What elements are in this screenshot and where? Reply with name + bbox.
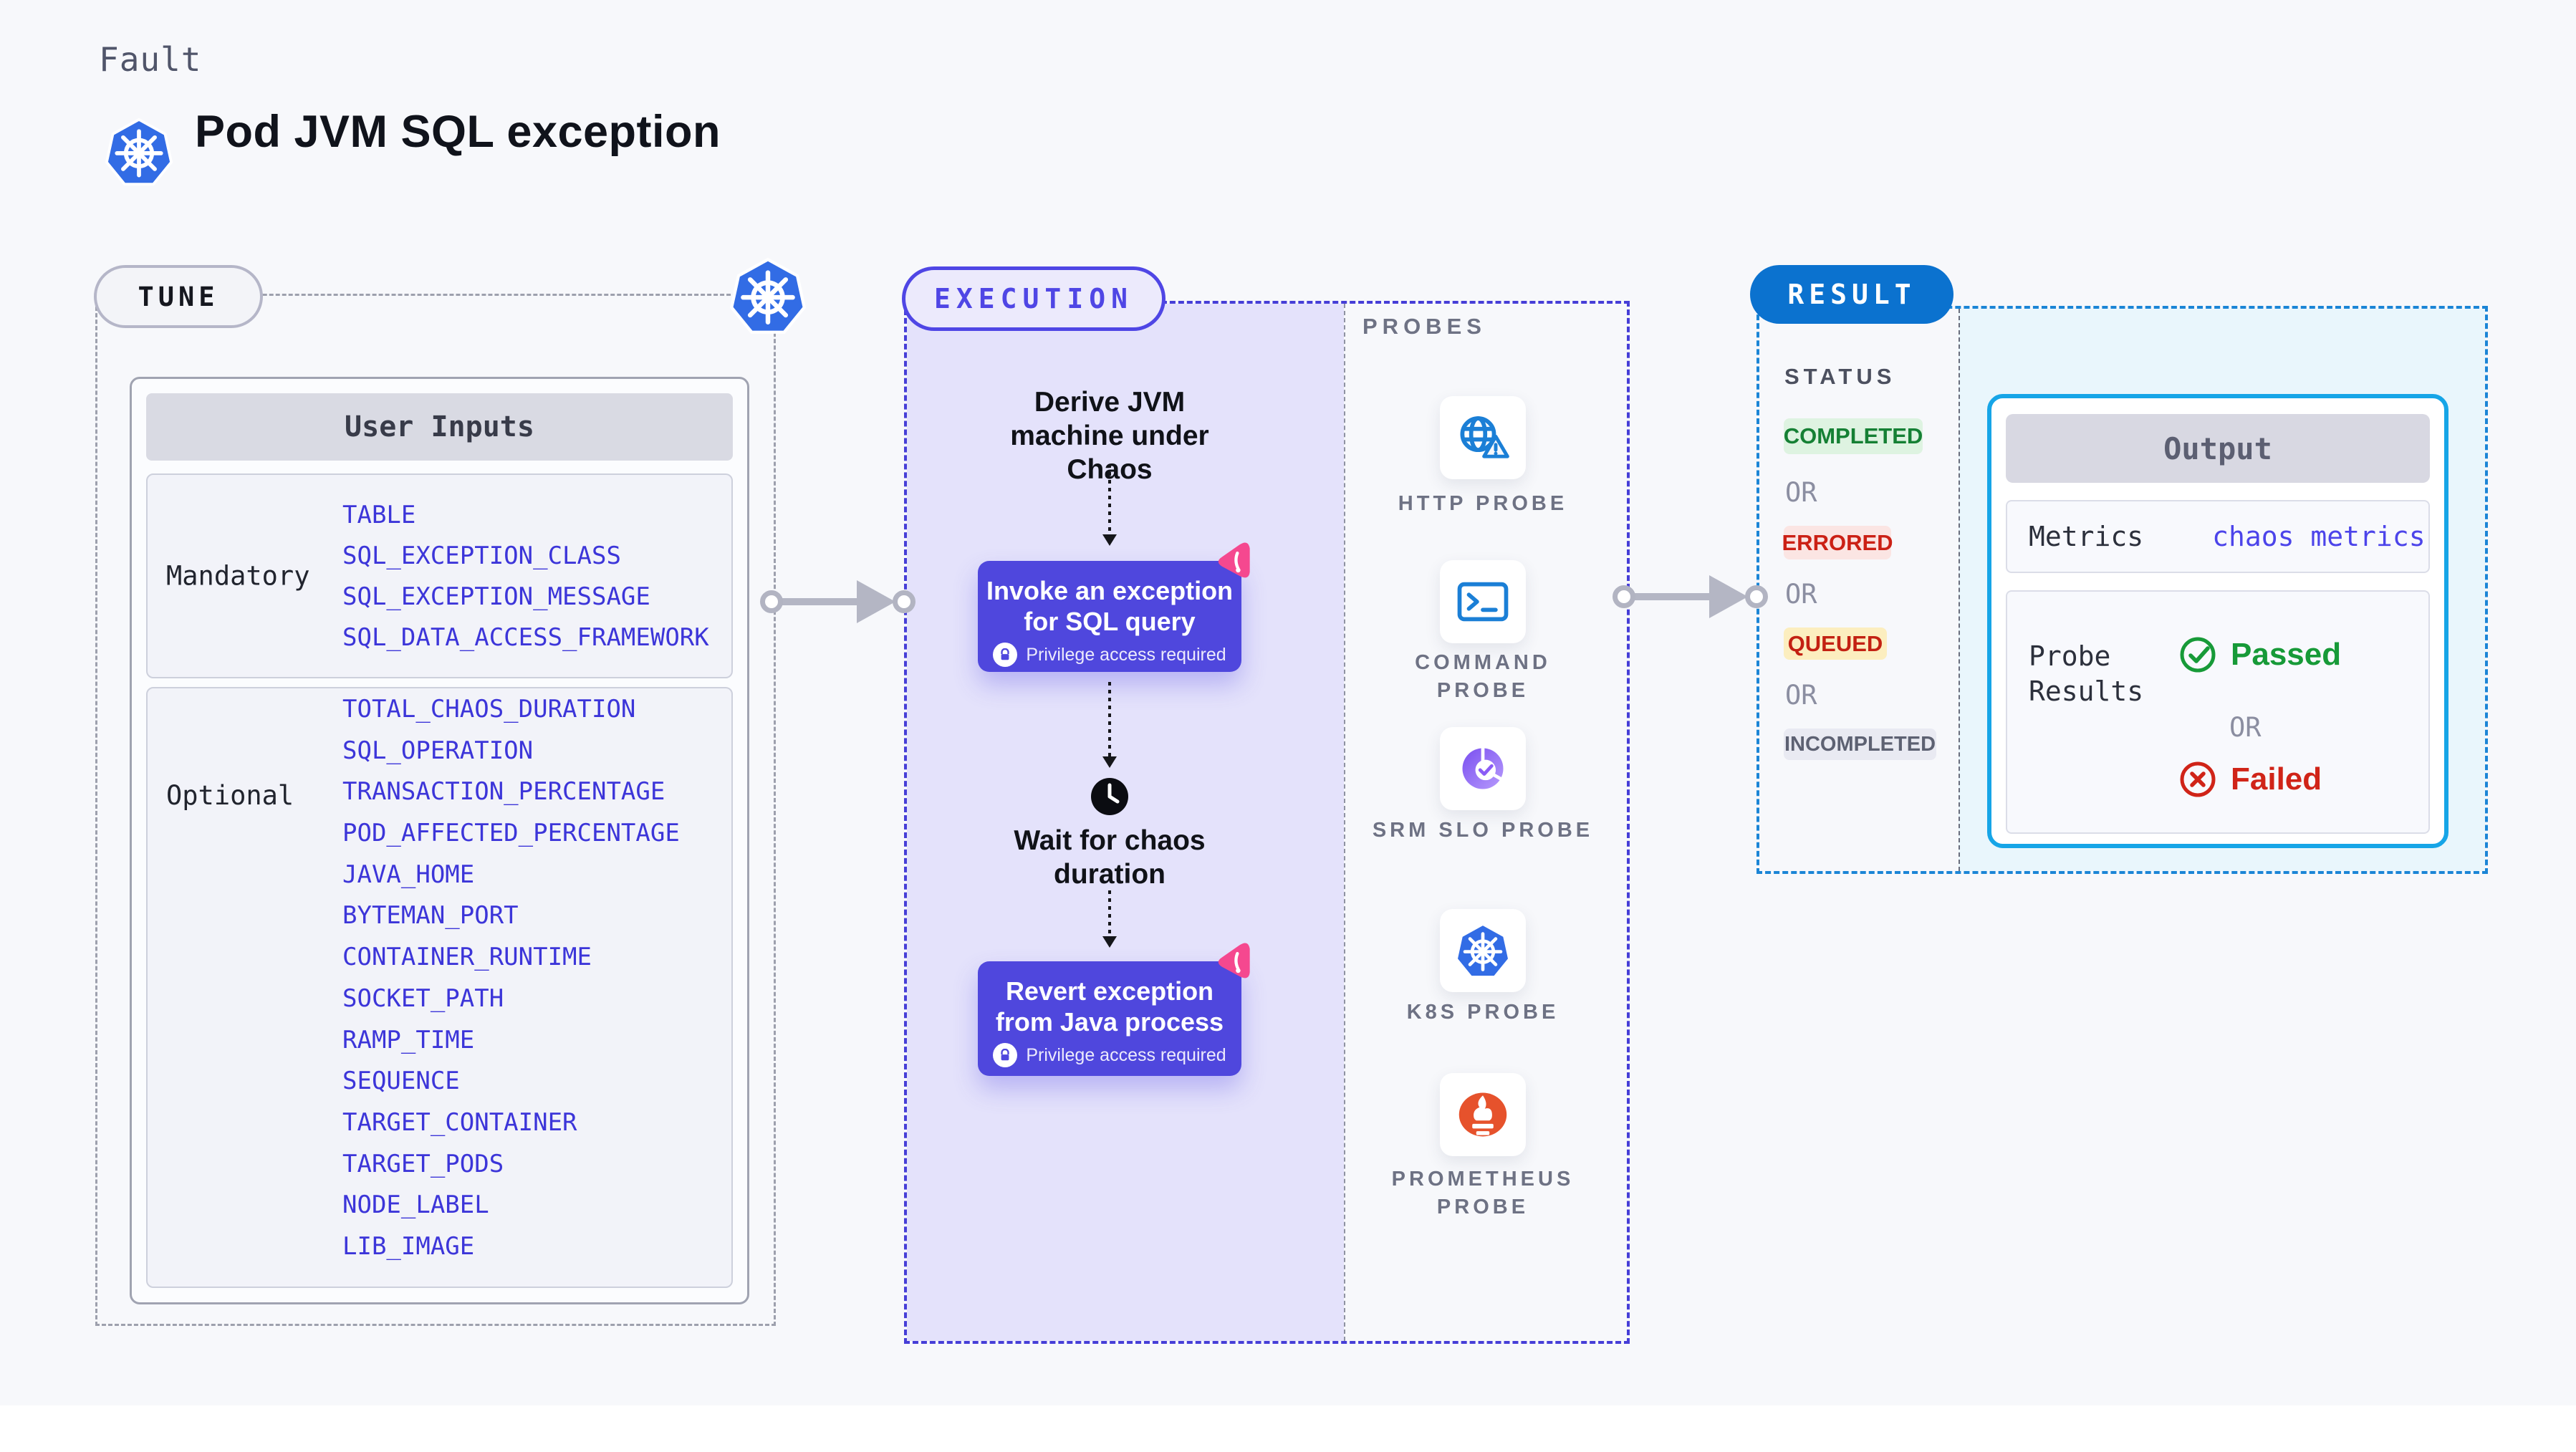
param: TABLE bbox=[342, 500, 416, 529]
wait-step-text: Wait for chaos duration bbox=[1014, 825, 1206, 890]
invoke-exception-button[interactable]: Invoke an exception for SQL query Privil… bbox=[978, 561, 1241, 672]
param: POD_AFFECTED_PERCENTAGE bbox=[342, 819, 680, 848]
kubernetes-icon bbox=[729, 256, 807, 335]
param: SEQUENCE bbox=[342, 1067, 460, 1096]
probe-results-label: Probe Results bbox=[2029, 640, 2144, 707]
privilege-note: Privilege access required bbox=[978, 1043, 1241, 1067]
param: SQL_EXCEPTION_MESSAGE bbox=[342, 582, 650, 611]
connector-node bbox=[893, 590, 915, 613]
param: TOTAL_CHAOS_DURATION bbox=[342, 695, 636, 723]
param: SQL_DATA_ACCESS_FRAMEWORK bbox=[342, 622, 709, 652]
command-probe-label: COMMAND PROBE bbox=[1415, 651, 1551, 702]
output-title: Output bbox=[2006, 414, 2430, 483]
k8s-probe-card[interactable] bbox=[1440, 909, 1526, 992]
metrics-label: Metrics bbox=[2029, 521, 2144, 552]
optional-group: Optional TOTAL_CHAOS_DURATION SQL_OPERAT… bbox=[146, 687, 733, 1288]
revert-exception-button[interactable]: Revert exception from Java process Privi… bbox=[978, 961, 1241, 1076]
srm-slo-probe-icon bbox=[1462, 746, 1504, 789]
litmus-chaos-icon bbox=[1216, 943, 1253, 980]
param: SOCKET_PATH bbox=[342, 984, 504, 1013]
check-circle-icon bbox=[2180, 637, 2216, 673]
http-probe-card[interactable] bbox=[1440, 396, 1526, 479]
kubernetes-icon bbox=[105, 117, 173, 187]
param: TARGET_PODS bbox=[342, 1149, 504, 1178]
k8s-probe-label: K8S PROBE bbox=[1406, 1001, 1559, 1024]
execution-section bbox=[904, 301, 1630, 1344]
probe-results-row: Probe Results Passed OR Failed bbox=[2006, 590, 2430, 834]
connector-node bbox=[1613, 585, 1635, 608]
status-badge-completed: COMPLETED bbox=[1784, 418, 1923, 454]
invoke-exception-label: Invoke an exception for SQL query bbox=[986, 576, 1234, 636]
connector-node bbox=[760, 590, 783, 613]
or-separator: OR bbox=[1785, 477, 1817, 508]
fault-kicker: Fault bbox=[99, 40, 202, 79]
srm-slo-probe-label: SRM SLO PROBE bbox=[1372, 819, 1594, 842]
mandatory-label: Mandatory bbox=[166, 560, 310, 592]
user-inputs-title: User Inputs bbox=[146, 393, 733, 461]
optional-params: TOTAL_CHAOS_DURATION SQL_OPERATION TRANS… bbox=[342, 688, 680, 1287]
mandatory-group: Mandatory TABLE SQL_EXCEPTION_CLASS SQL_… bbox=[146, 473, 733, 678]
connector-arrowhead-icon bbox=[1709, 575, 1748, 618]
param: NODE_LABEL bbox=[342, 1191, 489, 1220]
output-panel: Output Metrics chaos metrics Probe Resul… bbox=[1987, 394, 2448, 848]
param: RAMP_TIME bbox=[342, 1025, 475, 1054]
tune-section bbox=[95, 294, 776, 1326]
or-separator: OR bbox=[1785, 579, 1817, 610]
param: JAVA_HOME bbox=[342, 860, 475, 889]
or-separator: OR bbox=[1785, 680, 1817, 711]
connector-node bbox=[1745, 585, 1768, 608]
connector-arrowhead-icon bbox=[857, 580, 895, 623]
result-pill[interactable]: RESULT bbox=[1750, 265, 1953, 324]
http-probe-icon bbox=[1460, 416, 1509, 458]
status-badge-queued: QUEUED bbox=[1784, 628, 1887, 660]
command-probe-card[interactable] bbox=[1440, 560, 1526, 643]
k8s-probe-icon bbox=[1455, 922, 1511, 979]
execution-flow-background bbox=[907, 304, 1344, 1341]
privilege-note: Privilege access required bbox=[978, 643, 1241, 667]
http-probe-label: HTTP PROBE bbox=[1398, 492, 1568, 515]
bottom-strip bbox=[0, 1405, 2576, 1452]
connector-line bbox=[1624, 593, 1716, 600]
metrics-value[interactable]: chaos metrics bbox=[2212, 521, 2426, 552]
flow-arrow-icon bbox=[1108, 682, 1111, 756]
status-heading: STATUS bbox=[1784, 364, 1896, 389]
probes-heading: PROBES bbox=[1363, 314, 1486, 339]
prometheus-probe-label: PROMETHEUS PROBE bbox=[1391, 1168, 1575, 1218]
lock-icon bbox=[993, 643, 1018, 667]
user-inputs-panel: User Inputs Mandatory TABLE SQL_EXCEPTIO… bbox=[130, 377, 749, 1304]
param: SQL_OPERATION bbox=[342, 736, 534, 765]
tune-pill[interactable]: TUNE bbox=[94, 265, 263, 328]
param: BYTEMAN_PORT bbox=[342, 901, 519, 931]
param: SQL_EXCEPTION_CLASS bbox=[342, 541, 621, 570]
litmus-chaos-icon bbox=[1216, 542, 1253, 580]
param: LIB_IMAGE bbox=[342, 1231, 475, 1261]
status-badge-errored: ERRORED bbox=[1782, 526, 1893, 559]
clock-icon bbox=[1090, 777, 1129, 816]
param: CONTAINER_RUNTIME bbox=[342, 943, 592, 972]
execution-pill[interactable]: EXECUTION bbox=[902, 266, 1166, 331]
x-circle-icon bbox=[2180, 761, 2216, 797]
flow-arrow-icon bbox=[1108, 464, 1111, 534]
probes-divider bbox=[1344, 304, 1345, 1341]
status-badge-incompleted: INCOMPLETED bbox=[1784, 729, 1936, 760]
connector-line bbox=[772, 598, 863, 605]
failed-result: Failed bbox=[2179, 761, 2322, 798]
flow-arrow-icon bbox=[1108, 890, 1111, 936]
prometheus-probe-card[interactable] bbox=[1440, 1073, 1526, 1156]
param: TARGET_CONTAINER bbox=[342, 1107, 577, 1137]
command-probe-icon bbox=[1457, 582, 1509, 622]
metrics-row: Metrics chaos metrics bbox=[2006, 500, 2430, 573]
prometheus-probe-icon bbox=[1458, 1092, 1507, 1137]
passed-result: Passed bbox=[2179, 636, 2341, 673]
mandatory-params: TABLE SQL_EXCEPTION_CLASS SQL_EXCEPTION_… bbox=[342, 475, 709, 677]
or-separator: OR bbox=[2229, 712, 2262, 743]
page-title: Pod JVM SQL exception bbox=[195, 107, 721, 157]
lock-icon bbox=[993, 1043, 1018, 1067]
param: TRANSACTION_PERCENTAGE bbox=[342, 777, 665, 807]
optional-label: Optional bbox=[166, 780, 294, 811]
result-divider bbox=[1959, 309, 1960, 871]
revert-exception-label: Revert exception from Java process bbox=[995, 976, 1224, 1037]
srm-slo-probe-card[interactable] bbox=[1440, 727, 1526, 810]
